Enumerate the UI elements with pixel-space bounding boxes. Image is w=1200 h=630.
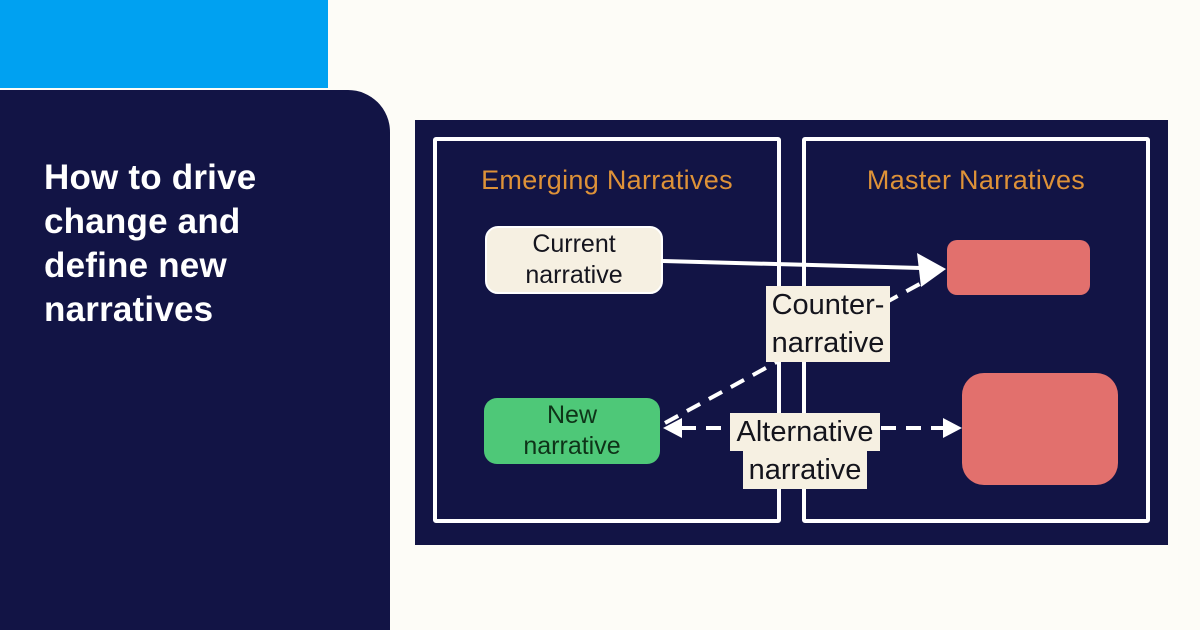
- solid-arrow-current-to-master: [662, 253, 946, 287]
- master-narrative-top-node: [947, 240, 1090, 295]
- current-narrative-line-1: Current: [532, 230, 616, 258]
- new-narrative-line-1: New: [546, 401, 597, 429]
- solid-arrowhead: [917, 253, 946, 287]
- right-arrowhead: [943, 418, 962, 438]
- title-line-2: change and: [44, 202, 241, 241]
- master-narratives-header: Master Narratives: [866, 165, 1086, 195]
- page-title: How to drive change and define new narra…: [44, 156, 256, 332]
- title-line-3: define new: [44, 246, 227, 285]
- counter-narrative-line-2: narrative: [765, 324, 891, 362]
- counter-narrative-label: Counter- narrative: [759, 286, 897, 362]
- title-line-1: How to drive: [44, 158, 257, 197]
- left-panel: How to drive change and define new narra…: [0, 90, 390, 630]
- alternative-narrative-line-2: narrative: [742, 451, 868, 489]
- left-arrowhead: [663, 418, 682, 438]
- blue-accent-bar: [0, 0, 328, 88]
- title-line-4: narratives: [44, 290, 214, 329]
- narratives-diagram: Emerging Narratives Master Narratives Cu…: [415, 120, 1168, 545]
- new-narrative-node: New narrative: [484, 398, 660, 464]
- emerging-narratives-header: Emerging Narratives: [481, 165, 733, 195]
- alternative-narrative-label: Alternative narrative: [718, 413, 892, 489]
- master-narrative-bottom-node: [962, 373, 1118, 485]
- current-narrative-node: Current narrative: [485, 226, 663, 294]
- new-narrative-line-2: narrative: [523, 432, 621, 460]
- alternative-narrative-line-1: Alternative: [730, 413, 880, 451]
- current-narrative-line-2: narrative: [525, 261, 623, 289]
- counter-narrative-line-1: Counter-: [765, 286, 891, 324]
